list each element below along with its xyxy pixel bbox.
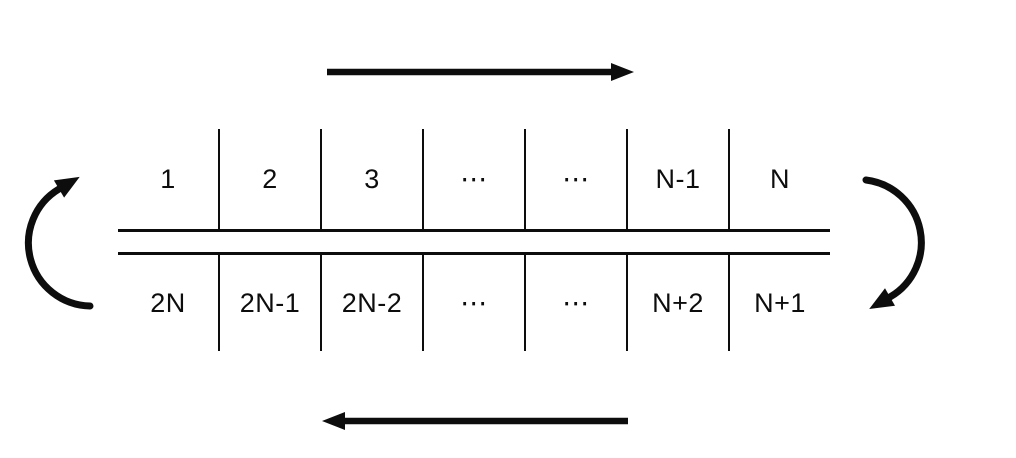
bottom-row: 2N 2N-1 2N-2 ⋯ ⋯ N+2 N+1 bbox=[118, 255, 830, 351]
cell-bottom-2n-minus-2: 2N-2 bbox=[322, 255, 424, 351]
cell-bottom-2n-minus-1: 2N-1 bbox=[220, 255, 322, 351]
cell-top-3: 3 bbox=[322, 129, 424, 229]
backward-left-arrow-icon bbox=[322, 412, 628, 430]
upper-rail-line bbox=[118, 229, 830, 232]
right-wrap-curved-arrow-icon bbox=[862, 176, 925, 309]
cell-bottom-2n: 2N bbox=[118, 255, 220, 351]
cell-top-n-minus-1: N-1 bbox=[628, 129, 730, 229]
left-wrap-curved-arrow-icon bbox=[24, 176, 94, 310]
cell-bottom-ellipsis-1: ⋯ bbox=[424, 255, 526, 351]
forward-right-arrow-icon bbox=[327, 63, 634, 81]
lower-rail-line bbox=[118, 252, 830, 255]
top-row: 1 2 3 ⋯ ⋯ N-1 N bbox=[118, 129, 830, 229]
cell-bottom-n-plus-1: N+1 bbox=[754, 287, 806, 318]
cell-top-ellipsis-1: ⋯ bbox=[424, 129, 526, 229]
cell-top-ellipsis-2: ⋯ bbox=[526, 129, 628, 229]
cell-bottom-ellipsis-2: ⋯ bbox=[526, 255, 628, 351]
cell-top-2: 2 bbox=[220, 129, 322, 229]
cell-top-1: 1 bbox=[118, 129, 220, 229]
cell-top-n: N bbox=[770, 163, 790, 194]
cell-bottom-n-plus-2: N+2 bbox=[628, 255, 730, 351]
